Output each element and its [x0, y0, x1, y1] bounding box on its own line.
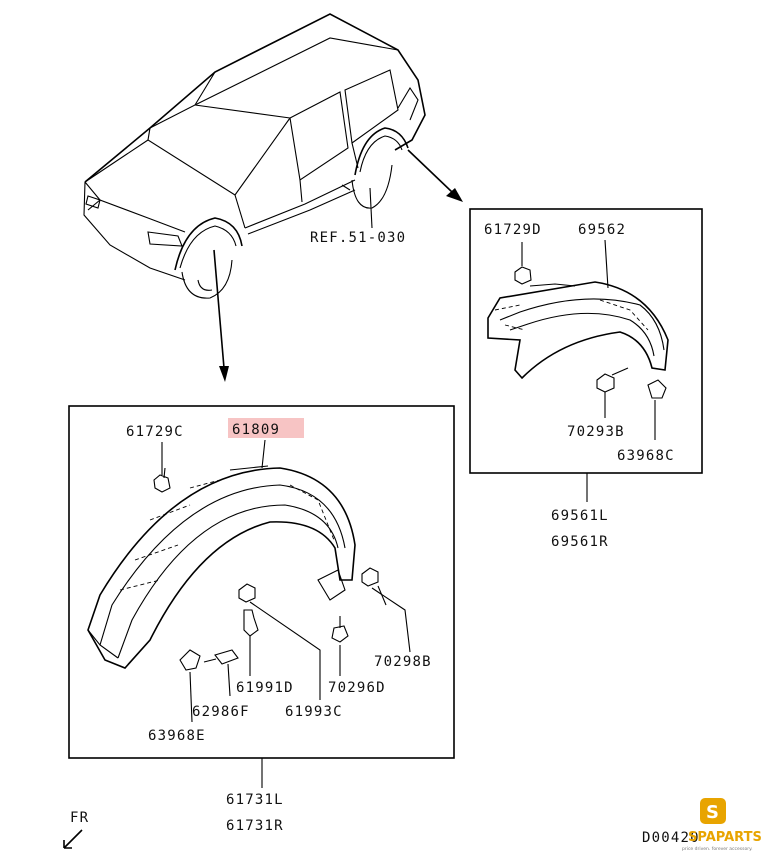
fr-label: FR [70, 810, 89, 826]
rear-fender-flare [487, 281, 669, 380]
label-62986f: 62986F [192, 704, 250, 720]
label-61731l: 61731L [226, 792, 284, 808]
label-70298b: 70298B [374, 654, 432, 670]
clip-63968e [179, 649, 201, 671]
rear-parts-box [469, 208, 703, 474]
label-61729c: 61729C [126, 424, 184, 440]
label-61991d: 61991D [236, 680, 294, 696]
screw-61991d [238, 583, 259, 637]
ref-label: REF.51-030 [310, 230, 406, 246]
diagram-code: D00420 [642, 830, 700, 846]
label-70296d: 70296D [328, 680, 386, 696]
label-61993c: 61993C [285, 704, 343, 720]
label-61729d: 61729D [484, 222, 542, 238]
front-direction-marker: FR [63, 810, 89, 849]
watermark-tagline: price driven. forever accessory. [682, 846, 753, 852]
clip-61729d [514, 266, 532, 285]
arrow-to-main-box [213, 249, 229, 382]
screw-70293b [596, 367, 629, 393]
watermark-logo: S SPAPARTS price driven. forever accesso… [682, 798, 762, 852]
label-70293b: 70293B [567, 424, 625, 440]
svg-text:S: S [706, 802, 719, 823]
label-61731r: 61731R [226, 818, 284, 834]
label-61809: 61809 [232, 422, 280, 438]
clip-70298b [361, 567, 379, 587]
arrow-to-rear-box [407, 149, 463, 202]
ref-leader-line [369, 187, 373, 229]
rear-leader-lines [521, 239, 656, 440]
main-leader-lines [161, 439, 411, 723]
label-63968c: 63968C [617, 448, 675, 464]
label-63968e: 63968E [148, 728, 206, 744]
fr-arrow-icon [63, 829, 83, 849]
screw-62986f [203, 649, 239, 665]
label-69561r: 69561R [551, 534, 609, 550]
clip-61729c [153, 467, 171, 493]
clip-63968c [647, 379, 667, 399]
watermark-brand: SPAPARTS [688, 830, 762, 845]
label-69562: 69562 [578, 222, 626, 238]
vehicle-illustration [83, 13, 426, 299]
dollar-s-icon [700, 798, 726, 824]
front-fender-flare [87, 465, 356, 669]
screw-70296d [331, 616, 349, 643]
highlight-61809 [228, 418, 304, 438]
label-69561l: 69561L [551, 508, 609, 524]
